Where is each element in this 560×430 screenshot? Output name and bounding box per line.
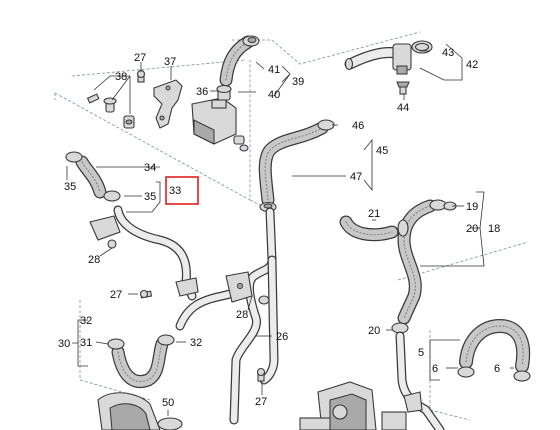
callout-47: 47 <box>350 171 362 183</box>
callout-45: 45 <box>376 145 388 157</box>
callout-41: 41 <box>268 64 280 76</box>
component-lower-center <box>299 381 407 430</box>
callout-labels: 27 37 38 36 41 39 40 43 42 44 46 45 47 3… <box>58 47 500 409</box>
callout-40: 40 <box>268 89 280 101</box>
callout-19: 19 <box>466 201 478 213</box>
callout-42: 42 <box>466 59 478 71</box>
pipe-42 <box>344 40 433 95</box>
hose-30 <box>107 334 175 388</box>
hose-18 <box>339 199 447 334</box>
callout-37: 37 <box>164 56 176 68</box>
callout-31: 31 <box>80 337 92 349</box>
callout-46: 46 <box>352 120 364 132</box>
bracket-37 <box>153 79 183 129</box>
callout-32-top: 32 <box>80 315 92 327</box>
callout-50: 50 <box>162 397 174 409</box>
hose-45 <box>258 119 335 213</box>
callout-35-left: 35 <box>64 181 76 193</box>
callout-32-right: 32 <box>190 337 202 349</box>
callout-26: 26 <box>276 331 288 343</box>
highlight-box-33 <box>165 176 199 205</box>
callout-6-left: 6 <box>432 363 438 375</box>
callout-36: 36 <box>196 86 208 98</box>
fasteners-38 <box>86 69 146 129</box>
callout-18: 18 <box>488 223 500 235</box>
callout-28-mid: 28 <box>236 309 248 321</box>
callout-43: 43 <box>442 47 454 59</box>
callout-21: 21 <box>368 208 380 220</box>
callout-5: 5 <box>418 347 424 359</box>
callout-30: 30 <box>58 338 70 350</box>
callout-27-mid: 27 <box>110 289 122 301</box>
callout-44: 44 <box>397 102 409 114</box>
component-50 <box>97 392 183 430</box>
callout-38: 38 <box>115 71 127 83</box>
leader-lines <box>66 43 514 416</box>
callout-6-right: 6 <box>494 363 500 375</box>
pump-36 <box>191 84 249 152</box>
hose-34 <box>65 151 121 202</box>
callout-20-bottom: 20 <box>368 325 380 337</box>
hose-41 <box>219 35 260 87</box>
hose-5 <box>457 319 531 382</box>
coolant-pipe-right <box>395 331 445 430</box>
callout-20-top: 20 <box>466 223 478 235</box>
callout-27-bottom: 27 <box>255 396 267 408</box>
callout-28-left: 28 <box>88 254 100 266</box>
callout-35-right: 35 <box>144 191 156 203</box>
callout-33: 33 <box>169 185 181 197</box>
coolant-pipe-left <box>89 205 199 301</box>
callout-34: 34 <box>144 162 156 174</box>
coolant-pipe-26 <box>175 207 279 425</box>
callout-39: 39 <box>292 76 304 88</box>
callout-27-top: 27 <box>134 52 146 64</box>
